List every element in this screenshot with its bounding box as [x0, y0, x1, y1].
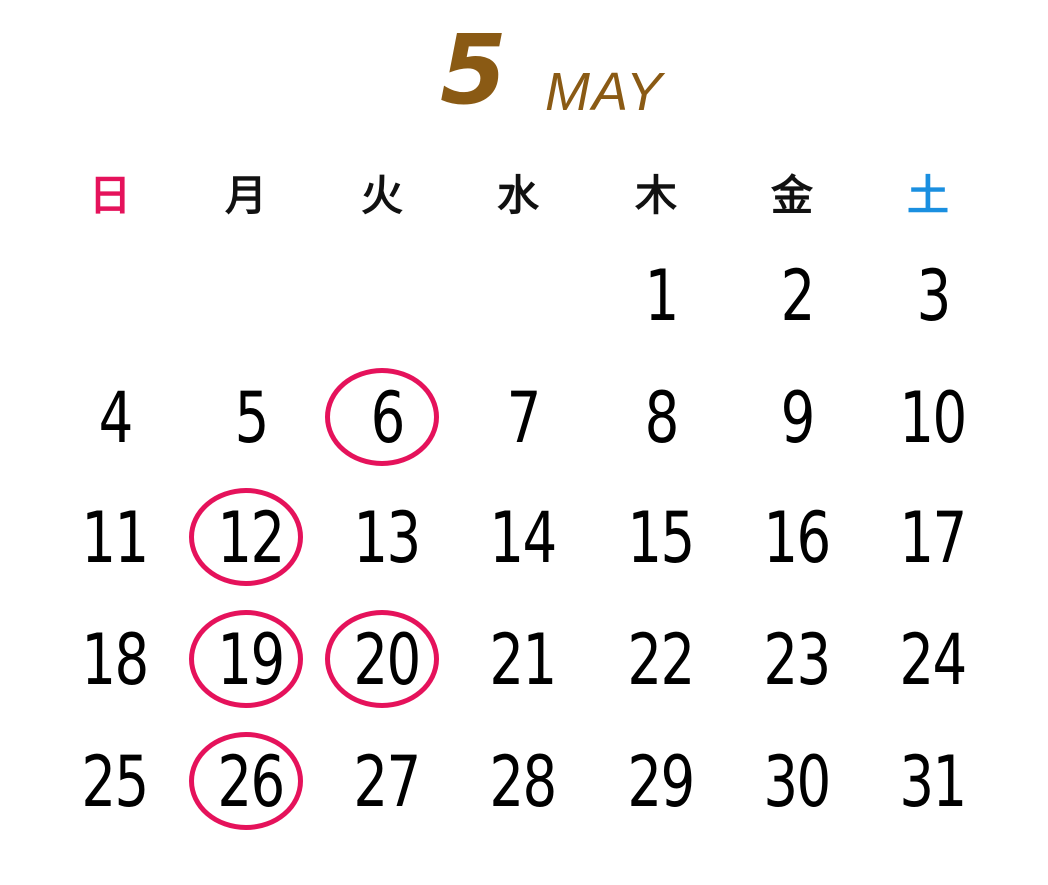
weekday-wednesday: 水 [496, 171, 539, 220]
day-cell[interactable]: 25 [47, 732, 183, 832]
day-number: 7 [506, 377, 541, 459]
day-cell[interactable]: 4 [47, 368, 183, 468]
day-number: 22 [627, 619, 696, 701]
day-number: 27 [353, 741, 422, 823]
day-cell[interactable]: 8 [593, 368, 729, 468]
day-cell[interactable]: 30 [729, 732, 865, 832]
day-number: 18 [81, 619, 150, 701]
day-cell[interactable]: 26 [183, 732, 319, 832]
weekday-saturday: 土 [906, 171, 949, 220]
day-number: 11 [81, 497, 150, 579]
weekday-tuesday: 火 [360, 171, 403, 220]
weekday-friday: 金 [770, 171, 813, 220]
day-number: 8 [644, 377, 679, 459]
day-cell[interactable]: 18 [47, 610, 183, 710]
day-number: 25 [81, 741, 150, 823]
day-cell[interactable]: 28 [455, 732, 591, 832]
day-cell[interactable]: 29 [593, 732, 729, 832]
day-number: 16 [763, 497, 832, 579]
day-number: 9 [780, 377, 815, 459]
day-cell[interactable]: 19 [183, 610, 319, 710]
day-cell[interactable]: 27 [319, 732, 455, 832]
day-cell[interactable]: 20 [319, 610, 455, 710]
day-cell[interactable]: 31 [865, 732, 1001, 832]
day-cell[interactable]: 16 [729, 488, 865, 588]
day-cell[interactable]: 22 [593, 610, 729, 710]
day-number: 10 [899, 377, 968, 459]
day-number: 29 [627, 741, 696, 823]
day-number: 13 [353, 497, 422, 579]
month-number: 5 [440, 14, 507, 126]
day-number: 26 [217, 741, 286, 823]
weekday-monday: 月 [224, 171, 267, 220]
day-number: 2 [780, 255, 815, 337]
day-cell[interactable]: 17 [865, 488, 1001, 588]
day-cell[interactable]: 23 [729, 610, 865, 710]
month-name: MAY [545, 62, 665, 122]
day-cell[interactable]: 10 [865, 368, 1001, 468]
day-cell[interactable]: 3 [865, 246, 1001, 346]
day-number: 21 [489, 619, 558, 701]
day-number: 12 [217, 497, 286, 579]
day-cell[interactable]: 9 [729, 368, 865, 468]
day-number: 30 [763, 741, 832, 823]
day-cell[interactable]: 13 [319, 488, 455, 588]
day-cell[interactable]: 7 [455, 368, 591, 468]
day-cell[interactable]: 15 [593, 488, 729, 588]
day-cell[interactable]: 21 [455, 610, 591, 710]
day-number: 1 [644, 255, 679, 337]
day-number: 3 [916, 255, 951, 337]
day-number: 15 [627, 497, 696, 579]
weekday-thursday: 木 [634, 171, 677, 220]
day-number: 31 [899, 741, 968, 823]
day-number: 14 [489, 497, 558, 579]
day-number: 28 [489, 741, 558, 823]
day-cell[interactable]: 24 [865, 610, 1001, 710]
day-cell[interactable]: 11 [47, 488, 183, 588]
day-cell[interactable]: 1 [593, 246, 729, 346]
day-cell[interactable]: 14 [455, 488, 591, 588]
day-number: 23 [763, 619, 832, 701]
day-number: 17 [899, 497, 968, 579]
day-number: 4 [98, 377, 133, 459]
day-cell[interactable]: 5 [183, 368, 319, 468]
day-cell[interactable]: 2 [729, 246, 865, 346]
day-number: 5 [234, 377, 269, 459]
day-number: 6 [370, 377, 405, 459]
day-cell[interactable]: 6 [319, 368, 455, 468]
day-cell[interactable]: 12 [183, 488, 319, 588]
day-number: 19 [217, 619, 286, 701]
weekday-sunday: 日 [88, 171, 131, 220]
day-number: 20 [353, 619, 422, 701]
day-number: 24 [899, 619, 968, 701]
